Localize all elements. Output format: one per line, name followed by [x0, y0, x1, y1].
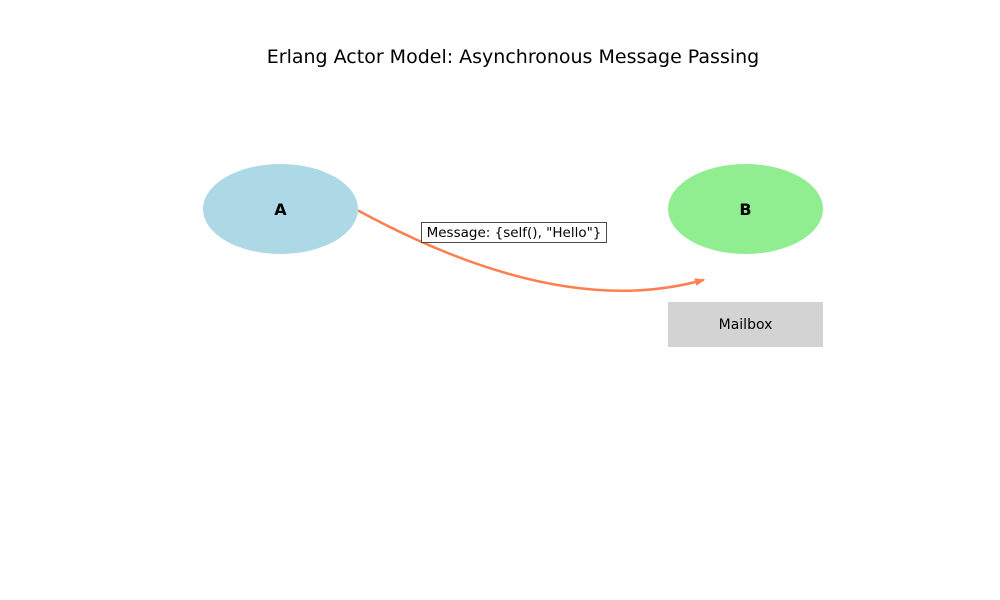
- mailbox-label: Mailbox: [718, 316, 773, 333]
- message-label-box: Message: {self(), "Hello"}: [421, 222, 607, 243]
- actor-a-label: A: [274, 199, 287, 219]
- actor-a-ellipse: A: [203, 164, 358, 254]
- actor-b-ellipse: B: [668, 164, 823, 254]
- actor-b-label: B: [739, 199, 752, 219]
- mailbox-box: Mailbox: [668, 302, 823, 347]
- diagram-title: Erlang Actor Model: Asynchronous Message…: [266, 46, 760, 68]
